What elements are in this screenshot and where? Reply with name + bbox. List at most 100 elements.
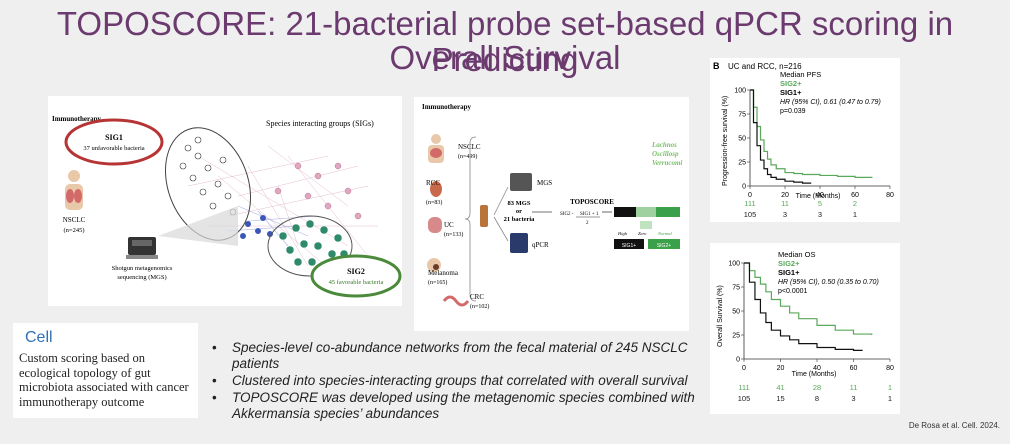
- formula-left: SIG2 -: [560, 212, 574, 217]
- mgs-count-2: or: [516, 208, 522, 215]
- bullet-item: Clustered into species-interacting group…: [212, 373, 707, 389]
- pfs-ytick-label: 0: [742, 184, 746, 191]
- pfs-xtick-label: 60: [851, 192, 859, 199]
- os-ytick-label: 100: [728, 261, 740, 268]
- sig2-subtitle: 45 favorable bacteria: [329, 279, 384, 286]
- os-risk-count: 41: [776, 383, 784, 392]
- cohort-brace: [464, 136, 477, 302]
- cohort-name: UC: [444, 221, 454, 229]
- pfs-legend-sig2: SIG2+: [780, 79, 802, 88]
- network-diagram: Immunotherapy Species interacting groups…: [52, 115, 402, 298]
- device-label-1: Shotgun metagenomics: [112, 265, 173, 272]
- qpcr-device-icon: [510, 233, 528, 253]
- os-legend-sig1: SIG1+: [778, 268, 800, 277]
- os-xtick-label: 0: [742, 365, 746, 372]
- sig1-callout: [64, 118, 164, 166]
- arrow-to-qpcr: [493, 216, 509, 242]
- pfs-legend-sig1: SIG1+: [780, 88, 802, 97]
- pfs-risk-count: 111: [744, 199, 755, 208]
- os-pvalue: p<0.0001: [778, 288, 807, 295]
- cohort-nsclc: NSCLC (n=499): [428, 134, 481, 163]
- pfs-curve-sig1-plus: [750, 89, 812, 184]
- km-chart-pfs: B UC and RCC, n=216 Progression-free sur…: [710, 58, 900, 222]
- device-label-2: sequencing (MGS): [117, 274, 166, 281]
- os-risk-count: 3: [851, 394, 855, 403]
- pink-cluster-nodes: [274, 162, 362, 220]
- workflow-diagram: Immunotherapy NSCLC (n=499) RCC (n=83) U…: [422, 103, 682, 310]
- arrow-to-mgs: [493, 186, 509, 216]
- cell-journal-logo: Cell: [25, 329, 53, 346]
- bullet-item: Species-level co-abundance networks from…: [212, 340, 707, 372]
- sig1-result-box: [614, 239, 644, 249]
- side-text-1: Lachnos: [651, 141, 677, 149]
- os-legend-sig2: SIG2+: [778, 259, 800, 268]
- panel-letter-b: B: [713, 61, 720, 71]
- pfs-xtick-label: 20: [781, 192, 789, 199]
- panelA-label: Immunotherapy: [52, 115, 102, 123]
- os-risk-count: 8: [815, 394, 819, 403]
- mgs-device-icon: [510, 173, 532, 191]
- bullet-item: TOPOSCORE was developed using the metage…: [212, 390, 707, 422]
- sig2-title: SIG2: [347, 267, 365, 276]
- pfs-ytick-label: 50: [738, 136, 746, 143]
- pfs-risk-count: 105: [744, 210, 757, 219]
- pfs-xlabel: Time (Months): [796, 193, 841, 200]
- cohort-name: NSCLC: [458, 143, 481, 151]
- score-bar-sig2: [656, 207, 680, 217]
- lungs-icon: [65, 170, 83, 210]
- sig2-result-box: [648, 239, 680, 249]
- scale-normal: Normal: [657, 231, 673, 236]
- os-ytick-label: 0: [736, 357, 740, 364]
- cohort-count: (n=102): [470, 303, 489, 310]
- pfs-ytick-label: 100: [734, 88, 746, 95]
- pfs-lines: [750, 89, 873, 184]
- score-bar-sig1: [614, 207, 636, 217]
- pfs-risk-count: 1: [853, 210, 857, 219]
- scale-high: High: [617, 231, 628, 236]
- pfs-pvalue: p=0.039: [780, 108, 806, 115]
- pfs-curve-sig2-plus: [750, 89, 873, 178]
- os-legend-title: Median OS: [778, 250, 816, 259]
- cohort-count: (n=83): [426, 199, 442, 206]
- os-ytick-label: 50: [732, 309, 740, 316]
- pfs-xtick-label: 80: [886, 192, 894, 199]
- pfs-xtick-label: 0: [748, 192, 752, 199]
- qpcr-label: qPCR: [532, 241, 549, 249]
- os-xlabel: Time (Months): [792, 371, 837, 378]
- os-lines: [744, 262, 873, 351]
- pfs-risk-count: 2: [853, 199, 857, 208]
- side-text-2: Oscillosp: [652, 150, 679, 158]
- mgs-count-3: 21 bacteria: [504, 216, 536, 223]
- os-ytick-label: 25: [732, 333, 740, 340]
- pfs-ytick-label: 75: [738, 112, 746, 119]
- patient-label: NSCLC: [63, 216, 86, 224]
- patient-count: (n=245): [64, 227, 85, 234]
- km-os-svg: Overall Survival (%) Median OS SIG2+ SIG…: [717, 250, 894, 403]
- sig1-nodes: [179, 136, 237, 216]
- panelA-heading: Species interacting groups (SIGs): [266, 119, 374, 128]
- sample-tube-icon: [480, 205, 488, 227]
- cohort-count: (n=165): [428, 279, 447, 286]
- sig2-cluster-outline: [267, 215, 353, 277]
- cohort-crc: CRC (n=102): [442, 293, 489, 310]
- cell-summary-box: Cell Custom scoring based on ecological …: [13, 323, 198, 418]
- sig1-title: SIG1: [105, 133, 123, 142]
- blue-cluster-nodes: [240, 215, 273, 239]
- os-xtick-label: 20: [777, 365, 785, 372]
- os-curve-sig1-plus: [744, 262, 863, 351]
- sig1-subtitle: 37 unfavorable bacteria: [83, 145, 144, 152]
- score-bar-mid: [640, 221, 652, 229]
- pfs-xtick-label: 40: [816, 192, 824, 199]
- slide-title-line2: Overall Survival: [389, 39, 621, 76]
- pfs-ylabel: Progression-free survival (%): [722, 96, 729, 186]
- os-risk-count: 111: [738, 383, 749, 392]
- cohort-melanoma: Melanoma (n=165): [427, 258, 459, 286]
- formula-right: SIG1 + 1: [580, 212, 599, 217]
- pfs-cohort-label: UC and RCC, n=216: [728, 62, 802, 71]
- slide-title-line1: TOPOSCORE: 21-bacterial probe set-based …: [56, 5, 954, 78]
- panelB-label: Immunotherapy: [422, 103, 472, 111]
- citation: De Rosa et al. Cell. 2024.: [908, 421, 1000, 430]
